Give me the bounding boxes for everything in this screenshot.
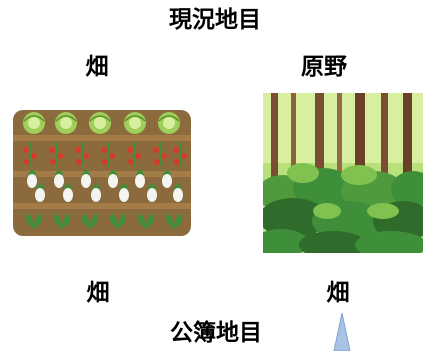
footer-title: 公簿地目: [170, 320, 262, 346]
current-use-right-label: 原野: [301, 54, 347, 80]
leafy-plant-row: [26, 213, 182, 229]
tree-trunks: [271, 93, 412, 218]
tomato-row: [23, 142, 187, 166]
cabbage-row: [23, 112, 180, 134]
field-illustration: [13, 110, 191, 236]
registered-use-left-label: 畑: [86, 280, 110, 306]
pointer-marker-icon: [333, 313, 351, 351]
registered-use-right-label: 畑: [326, 280, 350, 306]
radish-rows: [27, 169, 183, 202]
forest-foliage: [263, 163, 423, 253]
header-title: 現況地目: [169, 7, 261, 33]
current-use-left-label: 畑: [85, 54, 109, 80]
forest-illustration: [263, 93, 423, 253]
